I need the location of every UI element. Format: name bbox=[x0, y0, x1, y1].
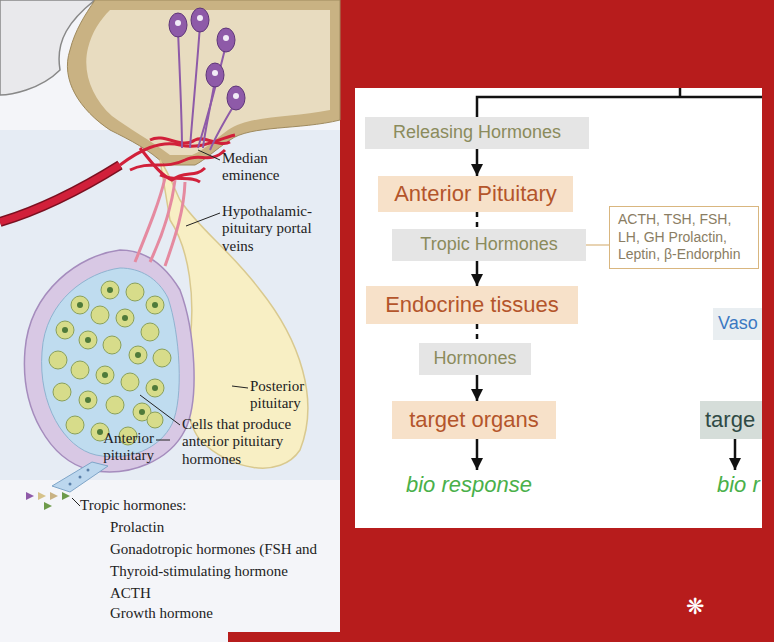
hormone-item: ACTH bbox=[110, 585, 338, 602]
decoration-glyph: ❋ bbox=[686, 594, 716, 619]
response-arrow bbox=[477, 439, 735, 470]
neurons bbox=[169, 8, 245, 110]
hypothalamus bbox=[67, 0, 340, 165]
hormone-item: Thyroid-stimulating hormone bbox=[110, 563, 338, 580]
flow-panel bbox=[355, 88, 762, 528]
node-text: Vaso bbox=[718, 314, 762, 334]
vein-dots bbox=[69, 469, 90, 486]
neuron-axons bbox=[178, 25, 236, 150]
flow-connector bbox=[476, 212, 479, 229]
flow-trunk bbox=[477, 88, 762, 117]
vein-outflow bbox=[52, 462, 108, 492]
capillary-network bbox=[120, 135, 235, 182]
anterior-pituitary-inner bbox=[42, 268, 180, 457]
figure-panel bbox=[0, 630, 228, 642]
gland-box: Anterior Pituitary bbox=[378, 176, 573, 212]
hormone-box: Tropic Hormones bbox=[392, 229, 586, 261]
figure-panel bbox=[0, 0, 340, 632]
part-label: Hypothalamic-pituitary portal veins bbox=[222, 203, 317, 255]
response-text: bio r bbox=[717, 472, 762, 497]
portal-veins bbox=[135, 178, 185, 266]
target-box: targe bbox=[700, 401, 762, 439]
node-text: Releasing Hormones bbox=[365, 123, 589, 143]
flow-connector bbox=[586, 244, 609, 245]
flow-connector bbox=[476, 324, 479, 343]
hormone-item: Growth hormone bbox=[110, 605, 338, 622]
flow-connector bbox=[476, 261, 479, 286]
list-heading: Tropic hormones: bbox=[80, 497, 240, 514]
target-box: target organs bbox=[392, 401, 556, 439]
hormone-item: Gonadotropic hormones (FSH and bbox=[110, 541, 338, 558]
neuron-nuclei bbox=[175, 15, 239, 99]
part-label: Posterior pituitary bbox=[250, 378, 328, 413]
part-label: Anterior pituitary bbox=[84, 430, 154, 465]
hormone-box: Releasing Hormones bbox=[365, 117, 589, 149]
node-text: Anterior Pituitary bbox=[378, 182, 573, 206]
node-text: ACTH, TSH, FSH, LH, GH Prolactin, Leptin… bbox=[618, 211, 750, 264]
hormone-triangles bbox=[26, 492, 70, 510]
hypothalamus-inner bbox=[86, 10, 330, 155]
anterior-pituitary bbox=[24, 250, 194, 472]
cell-nuclei bbox=[62, 287, 158, 435]
node-text: Endocrine tissues bbox=[366, 293, 578, 317]
node-text: target organs bbox=[392, 408, 556, 432]
flow-connector bbox=[476, 375, 479, 401]
artery bbox=[0, 165, 120, 222]
hormone-box: Hormones bbox=[419, 343, 531, 375]
hormone-box: Vaso bbox=[713, 308, 762, 340]
pituitary-cells bbox=[49, 281, 171, 445]
artery-outline bbox=[0, 165, 120, 222]
part-label: Median eminence bbox=[222, 150, 300, 185]
hormone-list-box: ACTH, TSH, FSH, LH, GH Prolactin, Leptin… bbox=[609, 206, 759, 269]
hormone-item: Prolactin bbox=[110, 519, 338, 536]
part-label: Cells that produce anterior pituitary ho… bbox=[182, 416, 314, 468]
response-text: bio response bbox=[406, 472, 556, 497]
flow-connector bbox=[476, 149, 479, 176]
tissue-background bbox=[0, 130, 340, 480]
node-text: Tropic Hormones bbox=[392, 235, 586, 255]
node-text: Hormones bbox=[419, 349, 531, 369]
tissue-box: Endocrine tissues bbox=[366, 286, 578, 324]
node-text: targe bbox=[705, 408, 762, 432]
